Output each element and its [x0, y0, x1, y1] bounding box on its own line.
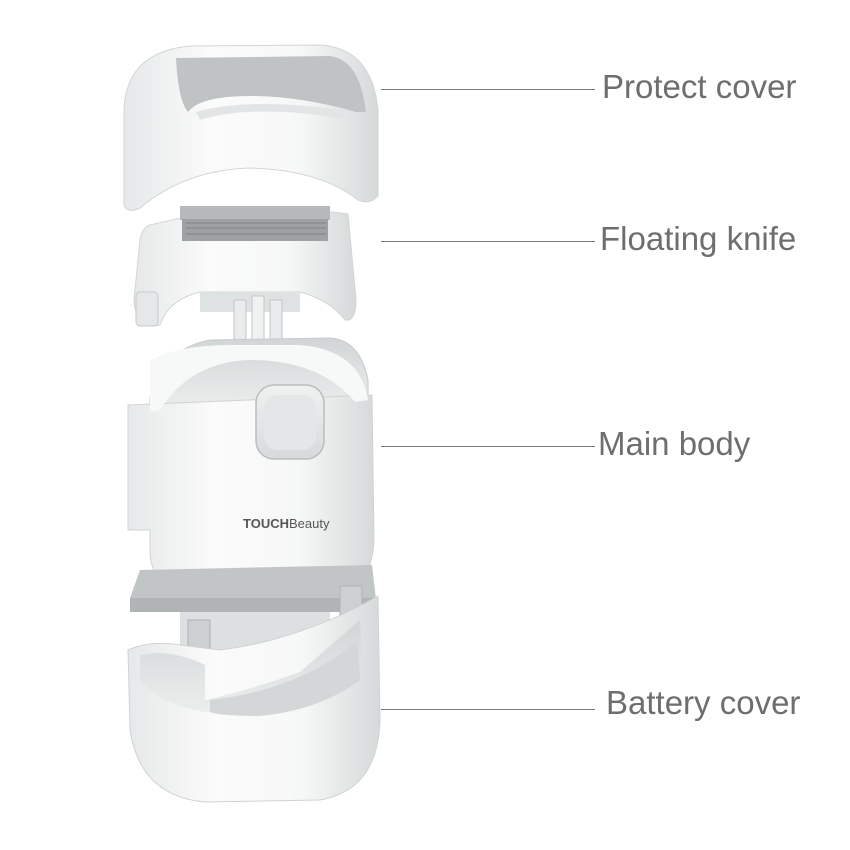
floating-knife-leader-line [381, 241, 595, 242]
battery-cover-shape [127, 595, 381, 803]
protect-cover-label: Protect cover [602, 68, 797, 105]
main-body-leader-line [381, 446, 595, 447]
main-body-label: Main body [598, 425, 751, 462]
svg-text:TOUCHBeauty: TOUCHBeauty [243, 516, 330, 531]
brand-bold-text: TOUCH [243, 516, 289, 531]
battery-cover-leader-line [381, 709, 595, 710]
floating-knife-label: Floating knife [600, 220, 797, 257]
protect-cover-shape [123, 44, 379, 211]
brand-regular-text: Beauty [289, 516, 330, 531]
protect-cover-leader-line [381, 89, 595, 90]
battery-cover-label: Battery cover [606, 684, 801, 721]
main-body-shape: TOUCHBeauty [127, 337, 376, 660]
